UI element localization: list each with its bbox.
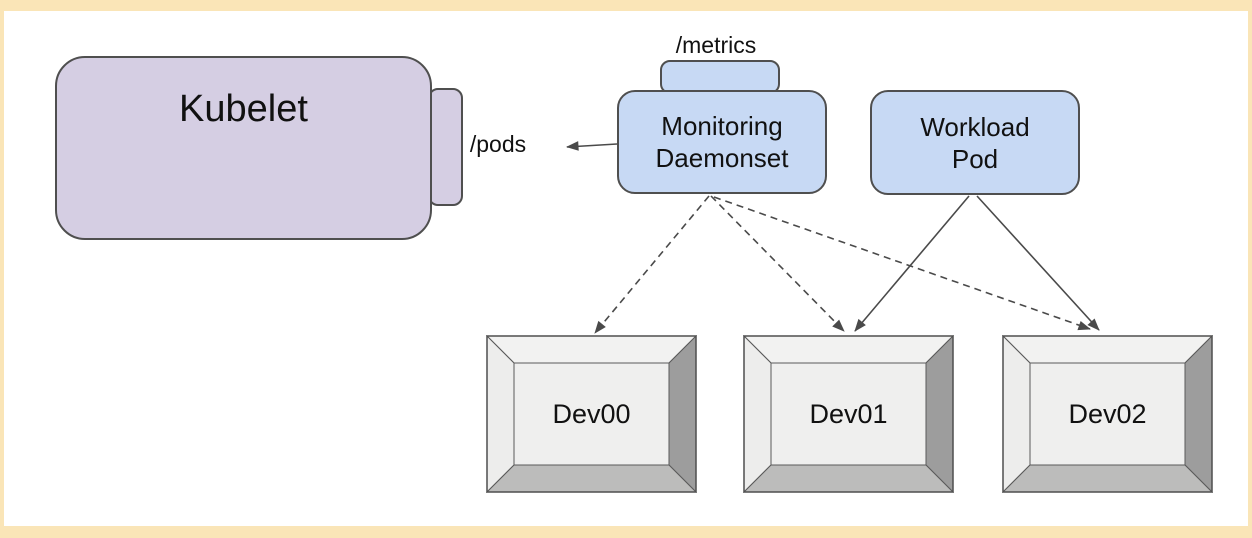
device-3d-box [486,335,697,493]
device-3d-box [1002,335,1213,493]
edge-workload-to-dev02-arrow [976,195,1100,331]
device-node-dev01: Dev01 [743,335,954,493]
device-3d-box [743,335,954,493]
kubelet-node: Kubelet [55,56,432,240]
device-label: Dev02 [1068,398,1147,429]
monitoring-daemonset-node: Monitoring Daemonset [617,90,827,194]
workload-pod-node: Workload Pod [870,90,1080,195]
pods-endpoint-label: /pods [469,131,527,157]
workload-pod-label: Workload Pod [920,111,1030,174]
edge-daemonset-to-dev01-dashed-arrow [710,195,845,332]
kubelet-label: Kubelet [179,88,308,130]
device-label: Dev01 [809,398,888,429]
metrics-endpoint-label: /metrics [675,32,757,58]
device-node-dev02: Dev02 [1002,335,1213,493]
edge-workload-to-dev01-arrow [854,195,970,332]
device-label: Dev00 [552,398,631,429]
metrics-tab [660,60,780,94]
edge-daemonset-to-pods-arrow [566,141,618,151]
monitoring-daemonset-label: Monitoring Daemonset [655,111,789,173]
edge-daemonset-to-dev02-dashed-arrow [713,196,1091,331]
edge-daemonset-to-dev00-dashed-arrow [594,195,710,334]
device-node-dev00: Dev00 [486,335,697,493]
